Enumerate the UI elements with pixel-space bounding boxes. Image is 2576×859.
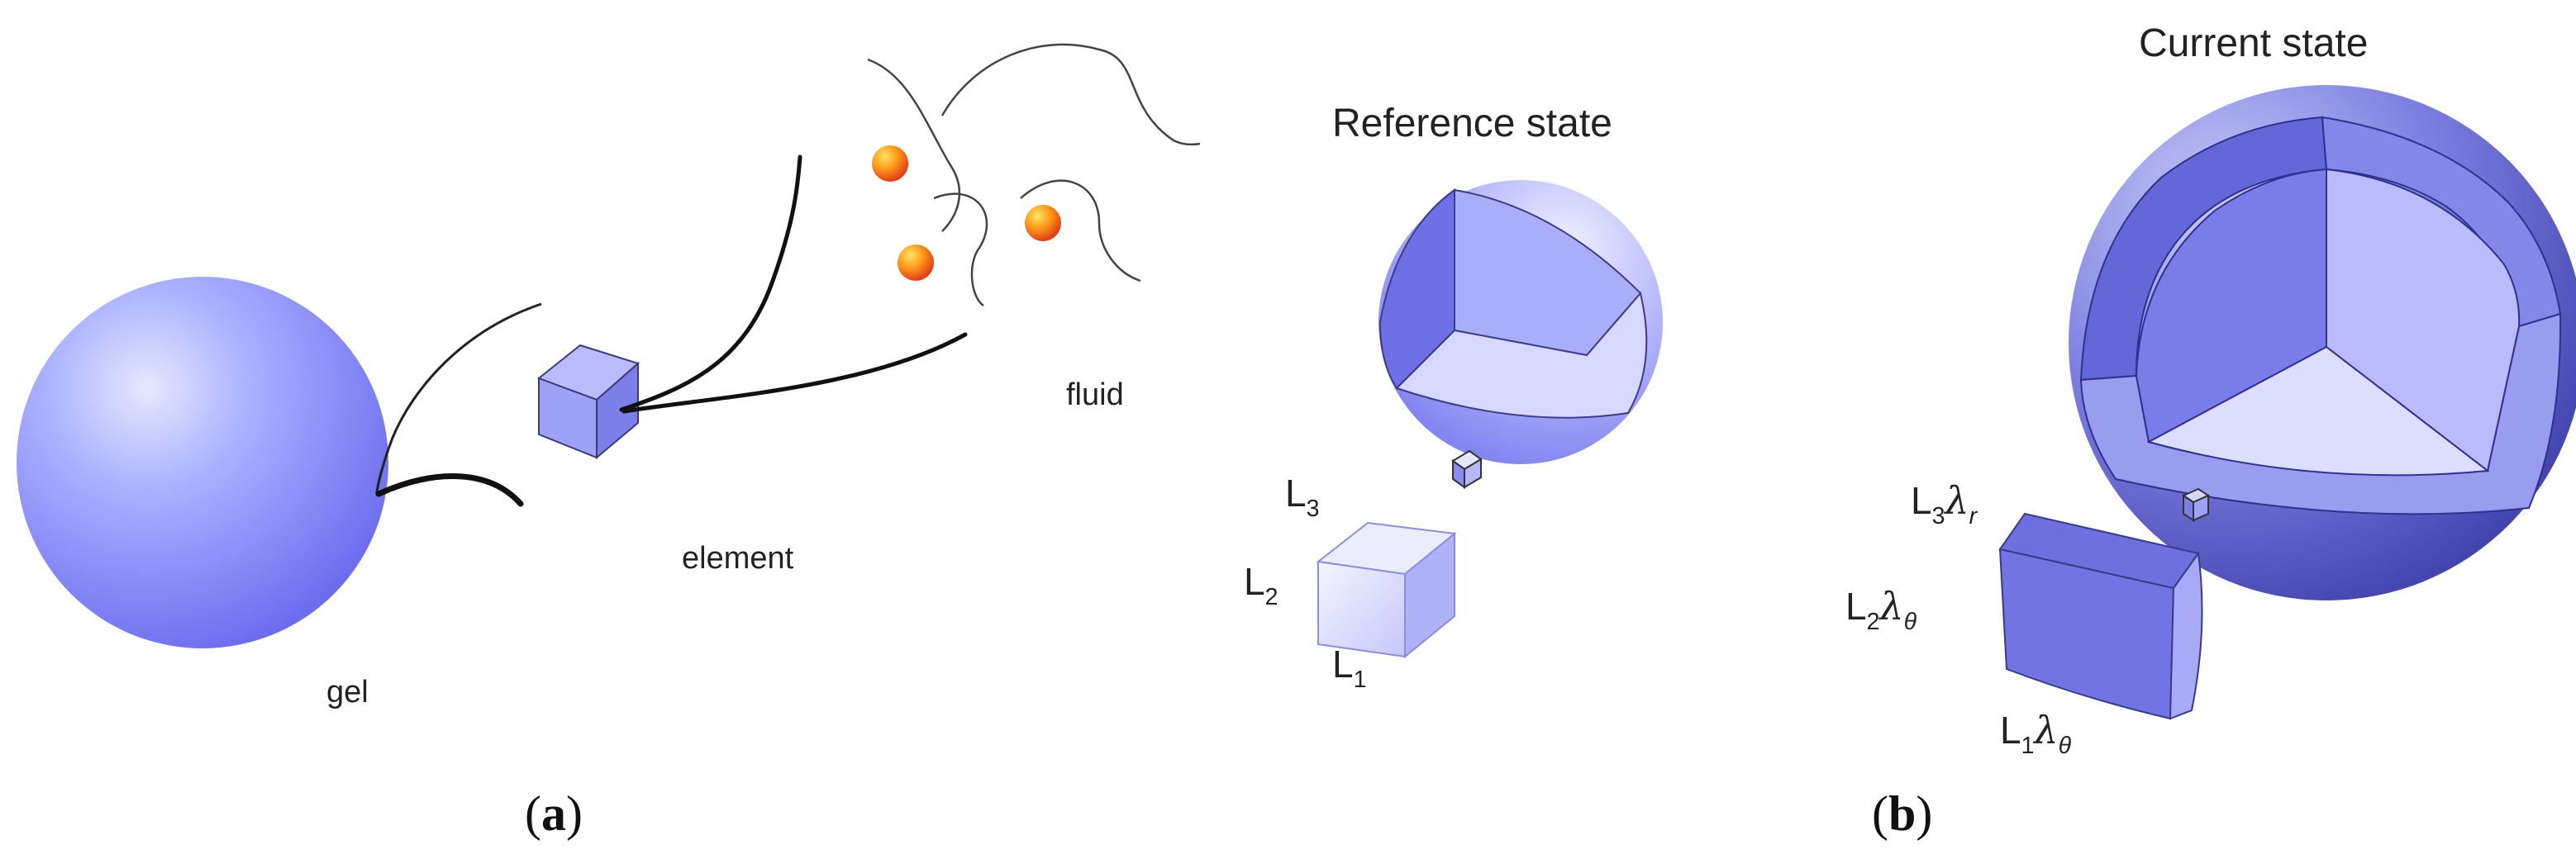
element-label: element — [682, 541, 794, 576]
solvent-particle — [1025, 205, 1061, 241]
ref-dim-l3: L3 — [1285, 472, 1319, 522]
fluid-chain — [867, 58, 961, 232]
solvent-particle — [872, 145, 908, 182]
fluid-chain — [933, 192, 988, 307]
gel-sphere — [17, 277, 388, 648]
panel-b-label: (b) — [1872, 786, 1932, 841]
current-small-element — [2181, 487, 2211, 522]
polymer-chain — [375, 302, 542, 496]
polymer-chain — [619, 154, 802, 412]
panel-a: gel element fluid (a) — [17, 43, 1201, 841]
polymer-chain — [375, 473, 524, 507]
reference-title: Reference state — [1332, 102, 1612, 145]
reference-octant-cut — [1378, 188, 1648, 419]
reference-cube — [1316, 521, 1457, 659]
current-octant-cut — [2079, 116, 2562, 515]
ref-dim-l2: L2 — [1244, 560, 1278, 610]
ref-dim-l1: L1 — [1332, 643, 1366, 693]
solvent-particle — [898, 244, 934, 281]
fluid-label: fluid — [1066, 377, 1124, 412]
element-cube — [536, 344, 640, 460]
gel-label: gel — [326, 675, 369, 710]
panel-a-label: (a) — [525, 786, 583, 841]
fluid-chain — [1020, 179, 1141, 282]
fluid-chain — [940, 43, 1201, 146]
cur-dim-l3: L3λr — [1911, 478, 1978, 529]
cur-dim-l2: L2λθ — [1845, 584, 1917, 635]
reference-state: Reference state L3 L2 L1 — [1244, 102, 1663, 693]
reference-small-element — [1451, 449, 1483, 489]
polymer-chain — [621, 332, 968, 414]
cur-dim-l1: L1λθ — [2000, 708, 2072, 759]
current-element — [1998, 512, 2203, 720]
current-state: Current state L3λr L2λ — [1845, 21, 2576, 841]
current-title: Current state — [2139, 21, 2368, 65]
